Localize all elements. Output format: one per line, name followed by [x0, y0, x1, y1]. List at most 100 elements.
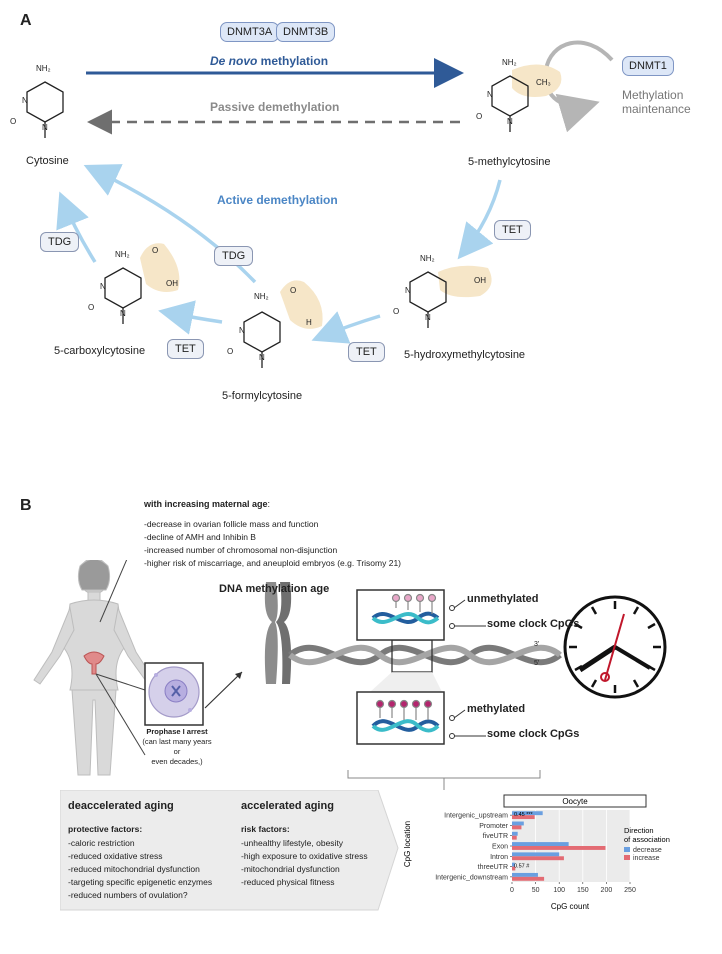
hmc-n3: N: [405, 286, 411, 295]
cytosine-n1: N: [42, 123, 48, 132]
fc-o: O: [290, 286, 297, 295]
cac-name: 5-carboxylcytosine: [54, 345, 146, 357]
chart-category-label: Promoter: [479, 823, 508, 830]
mc-o: O: [476, 112, 483, 121]
clock-cpgs-label-top: some clock CpGs: [487, 618, 580, 630]
maternal-item: -decrease in ovarian follicle mass and f…: [144, 519, 319, 529]
methylation-maintenance-label: Methylation maintenance: [622, 88, 691, 116]
aging-factors-arrow: [60, 790, 399, 911]
active-label: Active demethylation: [217, 193, 338, 207]
cac-o2: O: [88, 303, 95, 312]
cpg-location-chart: Oocyte Intergenic_upstreamPromoterfiveUT…: [403, 794, 670, 911]
bar-decrease: [512, 862, 515, 867]
bar-decrease: [512, 842, 569, 846]
dnmt3a-badge: DNMT3A: [220, 22, 280, 42]
risk-item: -high exposure to oxidative stress: [241, 851, 368, 861]
protective-item: -reduced numbers of ovulation?: [68, 890, 188, 900]
panel-b-graphics: [33, 560, 667, 790]
chart-x-tick-label: 0: [510, 887, 514, 894]
fc-name: 5-formylcytosine: [222, 390, 303, 402]
bar-decrease: [512, 811, 543, 816]
tdg-badge-1: TDG: [214, 246, 254, 266]
tdg-arrow-2: [56, 191, 97, 263]
protective-item: -reduced mitochondrial dysfunction: [68, 864, 200, 874]
methylated-label: methylated: [467, 703, 526, 715]
mc-nh2: NH₂: [502, 58, 517, 67]
fc-ring: [243, 311, 281, 353]
cac-oh: OH: [166, 279, 178, 288]
protective-item: -targeting specific epigenetic enzymes: [68, 877, 213, 887]
legend-label-decrease: decrease: [633, 847, 662, 854]
protective-factors-title: protective factors:: [68, 824, 143, 834]
risk-item: -reduced physical fitness: [241, 877, 335, 887]
hmc-nh2: NH₂: [420, 254, 435, 263]
risk-factors-title: risk factors:: [241, 824, 290, 834]
clock-cpgs-label-bottom: some clock CpGs: [487, 728, 580, 740]
protective-item: -reduced oxidative stress: [68, 851, 163, 861]
fc-nh2: NH₂: [254, 292, 269, 301]
legend-title-line2: of association: [624, 835, 670, 844]
legend-title-line1: Direction: [624, 826, 654, 835]
tdg-badge-2: TDG: [40, 232, 80, 252]
fc-h: H: [306, 318, 312, 327]
tet-arrow-1: [457, 179, 502, 260]
protective-item: -caloric restriction: [68, 838, 135, 848]
fc-n1: N: [259, 353, 265, 362]
chart-annotation: 0.45 ***: [514, 812, 534, 818]
fc-highlight: [280, 280, 323, 329]
unmethylated-cpg-pins: [391, 593, 437, 614]
dnmt1-badge: DNMT1: [622, 56, 674, 76]
tet-badge-1: TET: [494, 220, 531, 240]
maternal-item: -increased number of chromosomal non-dis…: [144, 545, 338, 555]
hmc-n1: N: [425, 313, 431, 322]
chart-annotation: 0.57 #: [514, 864, 530, 870]
bar-increase: [512, 815, 535, 820]
mc-n3: N: [487, 90, 493, 99]
cytosine-name: Cytosine: [26, 155, 69, 167]
maternal-age-title: with increasing maternal age:: [144, 499, 271, 509]
prophase-caption: Prophase I arrest (can last many years o…: [142, 727, 212, 766]
chart-category-label: Intergenic_downstream: [435, 874, 508, 881]
risk-item: -mitochondrial dysfunction: [241, 864, 340, 874]
cytosine-n3: N: [22, 96, 28, 105]
uterus-icon: [83, 651, 105, 675]
cac-ring: [104, 267, 142, 309]
passive-label: Passive demethylation: [210, 100, 340, 114]
cac-highlight: [140, 243, 180, 292]
chart-title: Oocyte: [562, 797, 588, 806]
chart-category-label: Exon: [492, 844, 508, 851]
bar-increase: [512, 835, 517, 840]
chart-category-label: threeUTR: [478, 864, 508, 871]
chart-category-label: Intergenic_upstream: [444, 813, 508, 820]
chart-x-tick-label: 50: [532, 887, 540, 894]
dnmt3b-badge: DNMT3B: [276, 22, 336, 42]
chart-x-tick-label: 100: [553, 887, 565, 894]
bar-decrease: [512, 852, 560, 857]
legend-swatch-decrease: [624, 847, 630, 852]
chart-category-label: Intron: [490, 854, 508, 861]
chart-x-tick-label: 200: [601, 887, 613, 894]
deaccelerated-aging-title: deaccelerated aging: [68, 800, 174, 812]
mc-highlight: [512, 64, 562, 97]
maternal-item: -decline of AMH and Inhibin B: [144, 532, 256, 542]
cytosine-o: O: [10, 117, 17, 126]
accelerated-aging-title: accelerated aging: [241, 800, 334, 812]
fc-n3: N: [239, 326, 245, 335]
bar-increase: [512, 876, 545, 881]
tet-badge-2: TET: [348, 342, 385, 362]
chromosome-icon: [264, 582, 292, 684]
cac-nh2: NH₂: [115, 250, 130, 259]
bar-decrease: [512, 872, 538, 877]
legend-swatch-increase: [624, 855, 630, 860]
dna-methylation-age-title: DNA methylation age: [219, 583, 330, 595]
bar-increase: [512, 825, 522, 830]
maternal-item: -higher risk of miscarriage, and aneuplo…: [144, 558, 401, 568]
denovo-label: De novo methylation: [210, 54, 329, 68]
risk-item: -unhealthy lifestyle, obesity: [241, 838, 344, 848]
strand-5-end: 5': [534, 660, 540, 667]
pointer-arrow: [204, 671, 243, 709]
chart-y-axis-label: CpG location: [403, 821, 412, 867]
cac-o: O: [152, 246, 159, 255]
hmc-oh: OH: [474, 276, 486, 285]
chart-x-tick-label: 150: [577, 887, 589, 894]
